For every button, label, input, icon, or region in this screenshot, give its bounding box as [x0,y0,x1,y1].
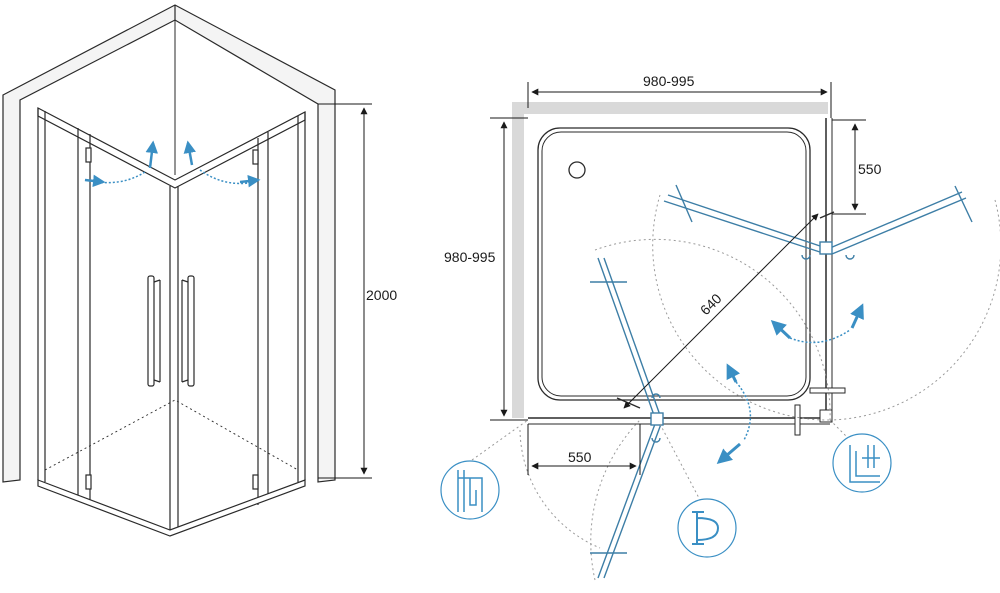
isometric-view [2,4,336,537]
top-view [512,102,846,436]
offset-bottom-label: 550 [568,449,592,465]
offset-right-label: 550 [858,161,882,177]
bottom-frame [37,479,306,537]
corner-profile-icon [829,419,892,493]
height-dimension [318,103,372,479]
top-view-dimensions [490,82,866,475]
door-handle-right [181,275,195,387]
height-label: 2000 [366,287,397,303]
drain-icon [568,161,586,179]
back-wall [512,102,828,114]
width-left-label: 980-995 [444,249,496,265]
door-handle-left [147,275,161,387]
floor-outline [44,399,299,471]
iso-swing-arrows [84,140,261,188]
magnetic-seal-profile-icon [440,419,529,520]
width-top-label: 980-995 [643,73,695,89]
left-wall [512,102,524,418]
wall-outline [2,4,336,483]
handle-clip-profile-icon [659,423,737,558]
